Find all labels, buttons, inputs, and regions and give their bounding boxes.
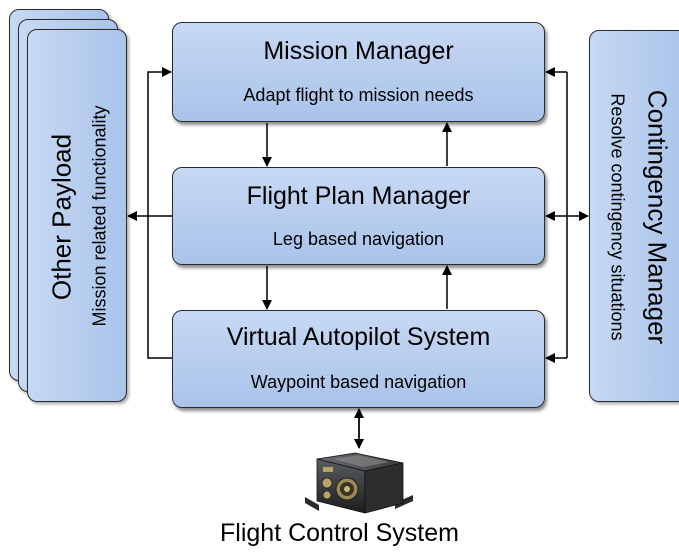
contingency-manager-box: Contingency Manager Resolve contingency … bbox=[589, 30, 679, 402]
virtual-autopilot-title: Virtual Autopilot System bbox=[226, 323, 491, 351]
flight-plan-manager-box: Flight Plan Manager Leg based navigation bbox=[172, 167, 545, 265]
other-payload-card-front: Other Payload Mission related functional… bbox=[27, 29, 127, 402]
arrow-left-bus-to-mission bbox=[147, 67, 172, 359]
virtual-autopilot-box: Virtual Autopilot System Waypoint based … bbox=[172, 310, 545, 408]
flight-control-system-label: Flight Control System bbox=[220, 519, 459, 547]
flight-plan-manager-title: Flight Plan Manager bbox=[246, 182, 471, 210]
flight-plan-manager-subtitle: Leg based navigation bbox=[272, 229, 445, 249]
mission-manager-box: Mission Manager Adapt flight to mission … bbox=[172, 22, 545, 122]
mission-manager-title: Mission Manager bbox=[263, 37, 454, 65]
flight-control-unit-icon bbox=[305, 452, 413, 514]
virtual-autopilot-subtitle: Waypoint based navigation bbox=[250, 372, 467, 392]
mission-manager-subtitle: Adapt flight to mission needs bbox=[243, 85, 474, 105]
